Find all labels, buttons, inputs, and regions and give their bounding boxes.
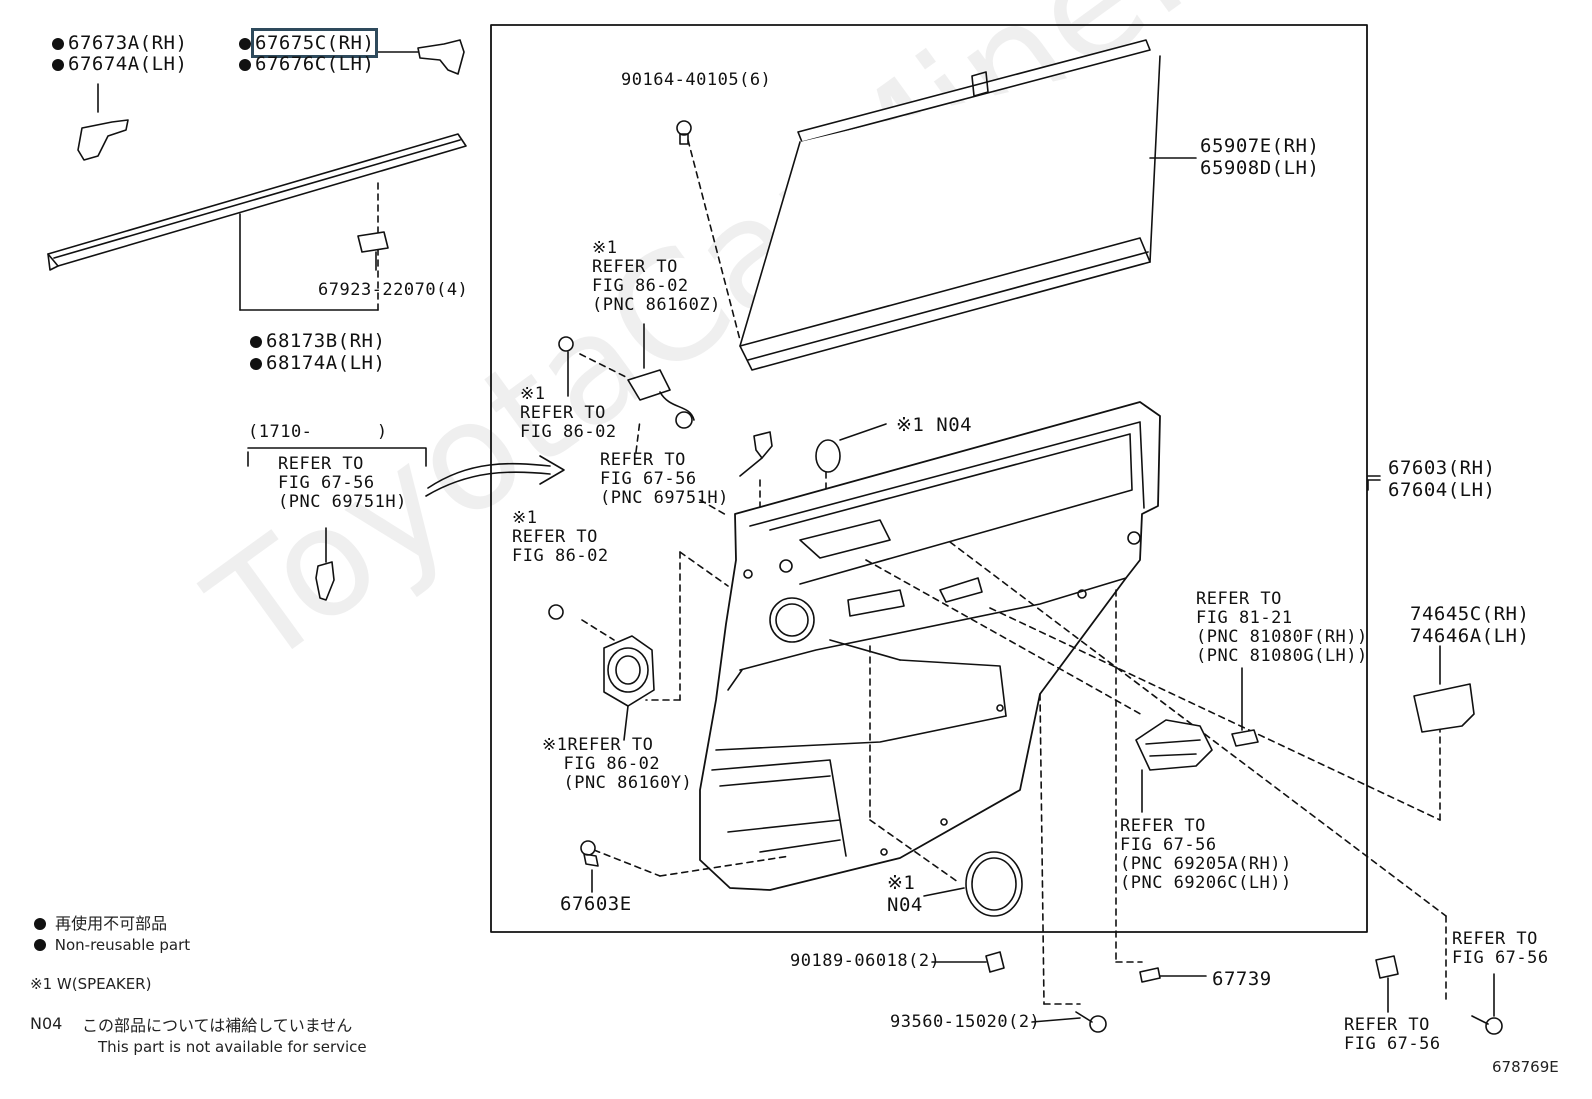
part-n04-bottom-label: ※1 N04: [887, 872, 923, 916]
pointer-arrow: [247, 447, 565, 497]
clip-left: [315, 527, 335, 601]
legend-n04-code: N04: [30, 1014, 63, 1033]
part-67603e-label: 67603E: [560, 893, 632, 915]
part-67923-label: 67923-22070(4): [318, 280, 469, 300]
door-pocket: [1413, 645, 1475, 733]
screw-93560: [1031, 1011, 1107, 1033]
screw-bottom-right: [1471, 973, 1503, 1035]
speaker-unit: [548, 604, 655, 741]
legend-n04-en: This part is not available for service: [98, 1038, 367, 1056]
legend-non-reusable-jp: 再使用不可部品: [34, 910, 167, 934]
part-90189-label: 90189-06018(2): [790, 951, 941, 971]
non-reusable-dot-icon: [34, 939, 46, 951]
part-90164-label: 90164-40105(6): [621, 70, 772, 90]
ref-69205-label: REFER TO FIG 67-56 (PNC 69205A(RH)) (PNC…: [1120, 816, 1292, 893]
part-65907e-label: 65907E(RH): [1200, 135, 1320, 157]
part-67739-label: 67739: [1212, 968, 1272, 990]
non-reusable-dot-icon: [239, 59, 251, 71]
part-74645c-label: 74645C(RH): [1410, 603, 1530, 625]
clip-bottom-right: [1375, 955, 1399, 1013]
non-reusable-dot-icon: [34, 918, 46, 930]
clip-67603e: [580, 840, 599, 893]
highlighted-part-number: 67675C(RH): [250, 28, 379, 58]
cap-n04-bottom: [923, 851, 1023, 917]
clip-90189: [931, 951, 1005, 973]
ref-86160y-label: ※1REFER TO FIG 86-02 (PNC 86160Y): [542, 735, 693, 793]
bolt-90164: [676, 120, 692, 145]
part-67673a-label: 67673A(RH): [52, 32, 187, 54]
ref-86-02-b-label: ※1 REFER TO FIG 86-02: [512, 508, 609, 566]
moulding-end-piece: [77, 83, 129, 161]
part-67604-label: 67604(LH): [1388, 479, 1496, 501]
ref-86-02-a-label: ※1 REFER TO FIG 86-02: [520, 384, 617, 442]
non-reusable-dot-icon: [250, 358, 262, 370]
diagram-code: 678769E: [1492, 1058, 1559, 1076]
inner-handle-bracket: [1135, 719, 1213, 813]
ref-67-56-bottom-label: REFER TO FIG 67-56: [1344, 1015, 1441, 1054]
legend-note-1: ※1 W(SPEAKER): [30, 975, 152, 993]
ref-69751h-right-label: REFER TO FIG 67-56 (PNC 69751H): [600, 450, 729, 508]
non-reusable-dot-icon: [239, 38, 251, 50]
part-67603-label: 67603(RH): [1388, 457, 1496, 479]
part-67675c-label: 67675C(RH): [239, 28, 379, 58]
part-74646a-label: 74646A(LH): [1410, 625, 1530, 647]
assembly-frame: [490, 24, 1368, 933]
non-reusable-dot-icon: [52, 59, 64, 71]
non-reusable-dot-icon: [250, 336, 262, 348]
date-range-label: (1710- ): [248, 422, 388, 442]
part-67674a-label: 67674A(LH): [52, 53, 187, 75]
part-68173b-label: 68173B(RH): [250, 330, 385, 352]
cap-67739: [1139, 967, 1207, 983]
door-trim-panel: [699, 401, 1381, 891]
legend-n04-jp: この部品については補給していません: [82, 1016, 353, 1035]
belt-moulding-strip: [47, 133, 467, 311]
part-65908d-label: 65908D(LH): [1200, 157, 1320, 179]
ref-67-56-right-label: REFER TO FIG 67-56: [1452, 929, 1549, 968]
non-reusable-dot-icon: [52, 38, 64, 50]
window-switch: [1231, 667, 1259, 747]
tweeter-harness: [558, 323, 695, 429]
part-n04-top-label: ※1 N04: [896, 414, 973, 436]
part-67676c-label: 67676C(LH): [239, 53, 374, 75]
part-68174a-label: 68174A(LH): [250, 352, 385, 374]
part-93560-label: 93560-15020(2): [890, 1012, 1041, 1032]
ref-81080-label: REFER TO FIG 81-21 (PNC 81080F(RH)) (PNC…: [1196, 589, 1368, 666]
legend-non-reusable-en: Non-reusable part: [34, 936, 190, 954]
moulding-cap-piece: [375, 39, 465, 75]
ref-86160z-label: ※1 REFER TO FIG 86-02 (PNC 86160Z): [592, 238, 721, 315]
ref-69751h-left-label: REFER TO FIG 67-56 (PNC 69751H): [278, 454, 407, 512]
sunshade-assembly: [687, 39, 1197, 371]
